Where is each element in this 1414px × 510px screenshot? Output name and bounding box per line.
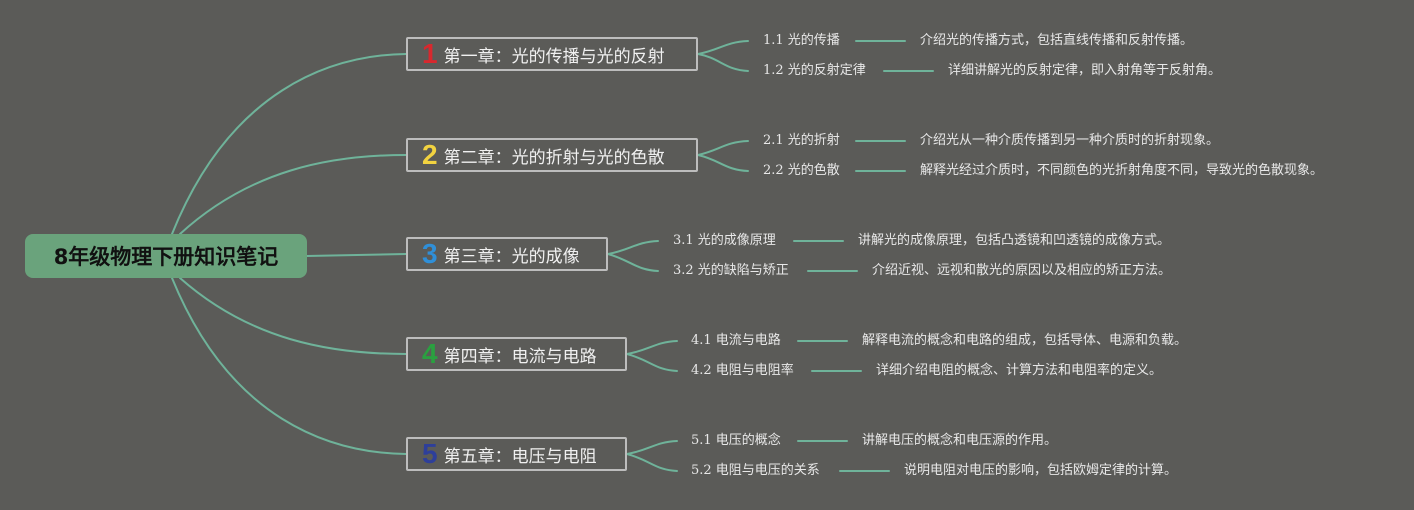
section-4-1-desc[interactable]: 解释电流的概念和电路的组成，包括导体、电源和负载。 (862, 333, 1188, 348)
chapter-2-topic[interactable]: 2 第二章：光的折射与光的色散 (406, 138, 698, 172)
section-1-2-desc[interactable]: 详细讲解光的反射定律，即入射角等于反射角。 (948, 63, 1222, 78)
section-2-2-desc[interactable]: 解释光经过介质时，不同颜色的光折射角度不同，导致光的色散现象。 (920, 163, 1324, 178)
section-1-2-topic[interactable]: 1.2 光的反射定律 (763, 63, 866, 78)
chapter-1-number: 1 (422, 38, 438, 69)
chapter-1-topic[interactable]: 1 第一章：光的传播与光的反射 (406, 37, 698, 71)
section-1-1-topic[interactable]: 1.1 光的传播 (763, 33, 840, 48)
connector-ch4-s1 (626, 340, 678, 355)
section-3-1-topic[interactable]: 3.1 光的成像原理 (673, 233, 776, 248)
section-4-2-topic[interactable]: 4.2 电阻与电阻率 (691, 363, 794, 378)
root-topic[interactable]: 8年级物理下册知识笔记 (25, 234, 307, 278)
connector-ch2-s2 (697, 154, 749, 172)
connector-ch3-s2 (607, 253, 659, 272)
connector-ch1-s1 (697, 40, 749, 55)
section-1-1-desc[interactable]: 介绍光的传播方式，包括直线传播和反射传播。 (920, 33, 1194, 48)
chapter-5-title: 第五章：电压与电阻 (443, 446, 597, 467)
chapter-5-topic[interactable]: 5 第五章：电压与电阻 (406, 437, 627, 471)
connector-root-ch2 (179, 154, 407, 235)
connector-ch1-s2 (697, 53, 749, 72)
connector-ch3-s1 (607, 240, 659, 255)
connector-ch5-s1 (626, 440, 678, 455)
chapter-4-topic[interactable]: 4 第四章：电流与电路 (406, 337, 627, 371)
connector-root-ch5 (171, 277, 407, 455)
section-3-1-desc[interactable]: 讲解光的成像原理，包括凸透镜和凹透镜的成像方式。 (858, 233, 1171, 248)
connector-ch5-s2 (626, 453, 678, 472)
section-2-1-topic[interactable]: 2.1 光的折射 (763, 133, 840, 148)
section-3-2-topic[interactable]: 3.2 光的缺陷与矫正 (673, 263, 789, 278)
chapter-3-topic[interactable]: 3 第三章：光的成像 (406, 237, 608, 271)
connector-root-ch4 (179, 277, 407, 355)
root-topic-label: 8年级物理下册知识笔记 (53, 245, 279, 269)
chapter-5-number: 5 (422, 438, 438, 469)
chapter-1-title: 第一章：光的传播与光的反射 (443, 46, 665, 67)
section-2-1-desc[interactable]: 介绍光从一种介质传播到另一种介质时的折射现象。 (920, 133, 1220, 148)
chapter-3-number: 3 (422, 238, 438, 269)
section-5-1-desc[interactable]: 讲解电压的概念和电压源的作用。 (862, 433, 1058, 448)
section-4-2-desc[interactable]: 详细介绍电阻的概念、计算方法和电阻率的定义。 (876, 363, 1163, 378)
section-5-1-topic[interactable]: 5.1 电压的概念 (691, 433, 781, 448)
connector-ch2-s1 (697, 140, 749, 156)
chapter-3-title: 第三章：光的成像 (443, 246, 580, 267)
chapter-2-title: 第二章：光的折射与光的色散 (443, 147, 665, 168)
section-3-2-desc[interactable]: 介绍近视、远视和散光的原因以及相应的矫正方法。 (872, 263, 1172, 278)
chapter-4-title: 第四章：电流与电路 (443, 346, 597, 367)
section-2-2-topic[interactable]: 2.2 光的色散 (763, 163, 840, 178)
section-5-2-topic[interactable]: 5.2 电阻与电压的关系 (691, 463, 820, 478)
chapter-2-number: 2 (422, 139, 438, 170)
connector-root-ch1 (171, 53, 407, 235)
connector-root-ch3 (306, 253, 407, 257)
section-4-1-topic[interactable]: 4.1 电流与电路 (691, 333, 781, 348)
connector-ch4-s2 (626, 353, 678, 372)
section-5-2-desc[interactable]: 说明电阻对电压的影响，包括欧姆定律的计算。 (904, 463, 1178, 478)
chapter-4-number: 4 (422, 338, 438, 369)
